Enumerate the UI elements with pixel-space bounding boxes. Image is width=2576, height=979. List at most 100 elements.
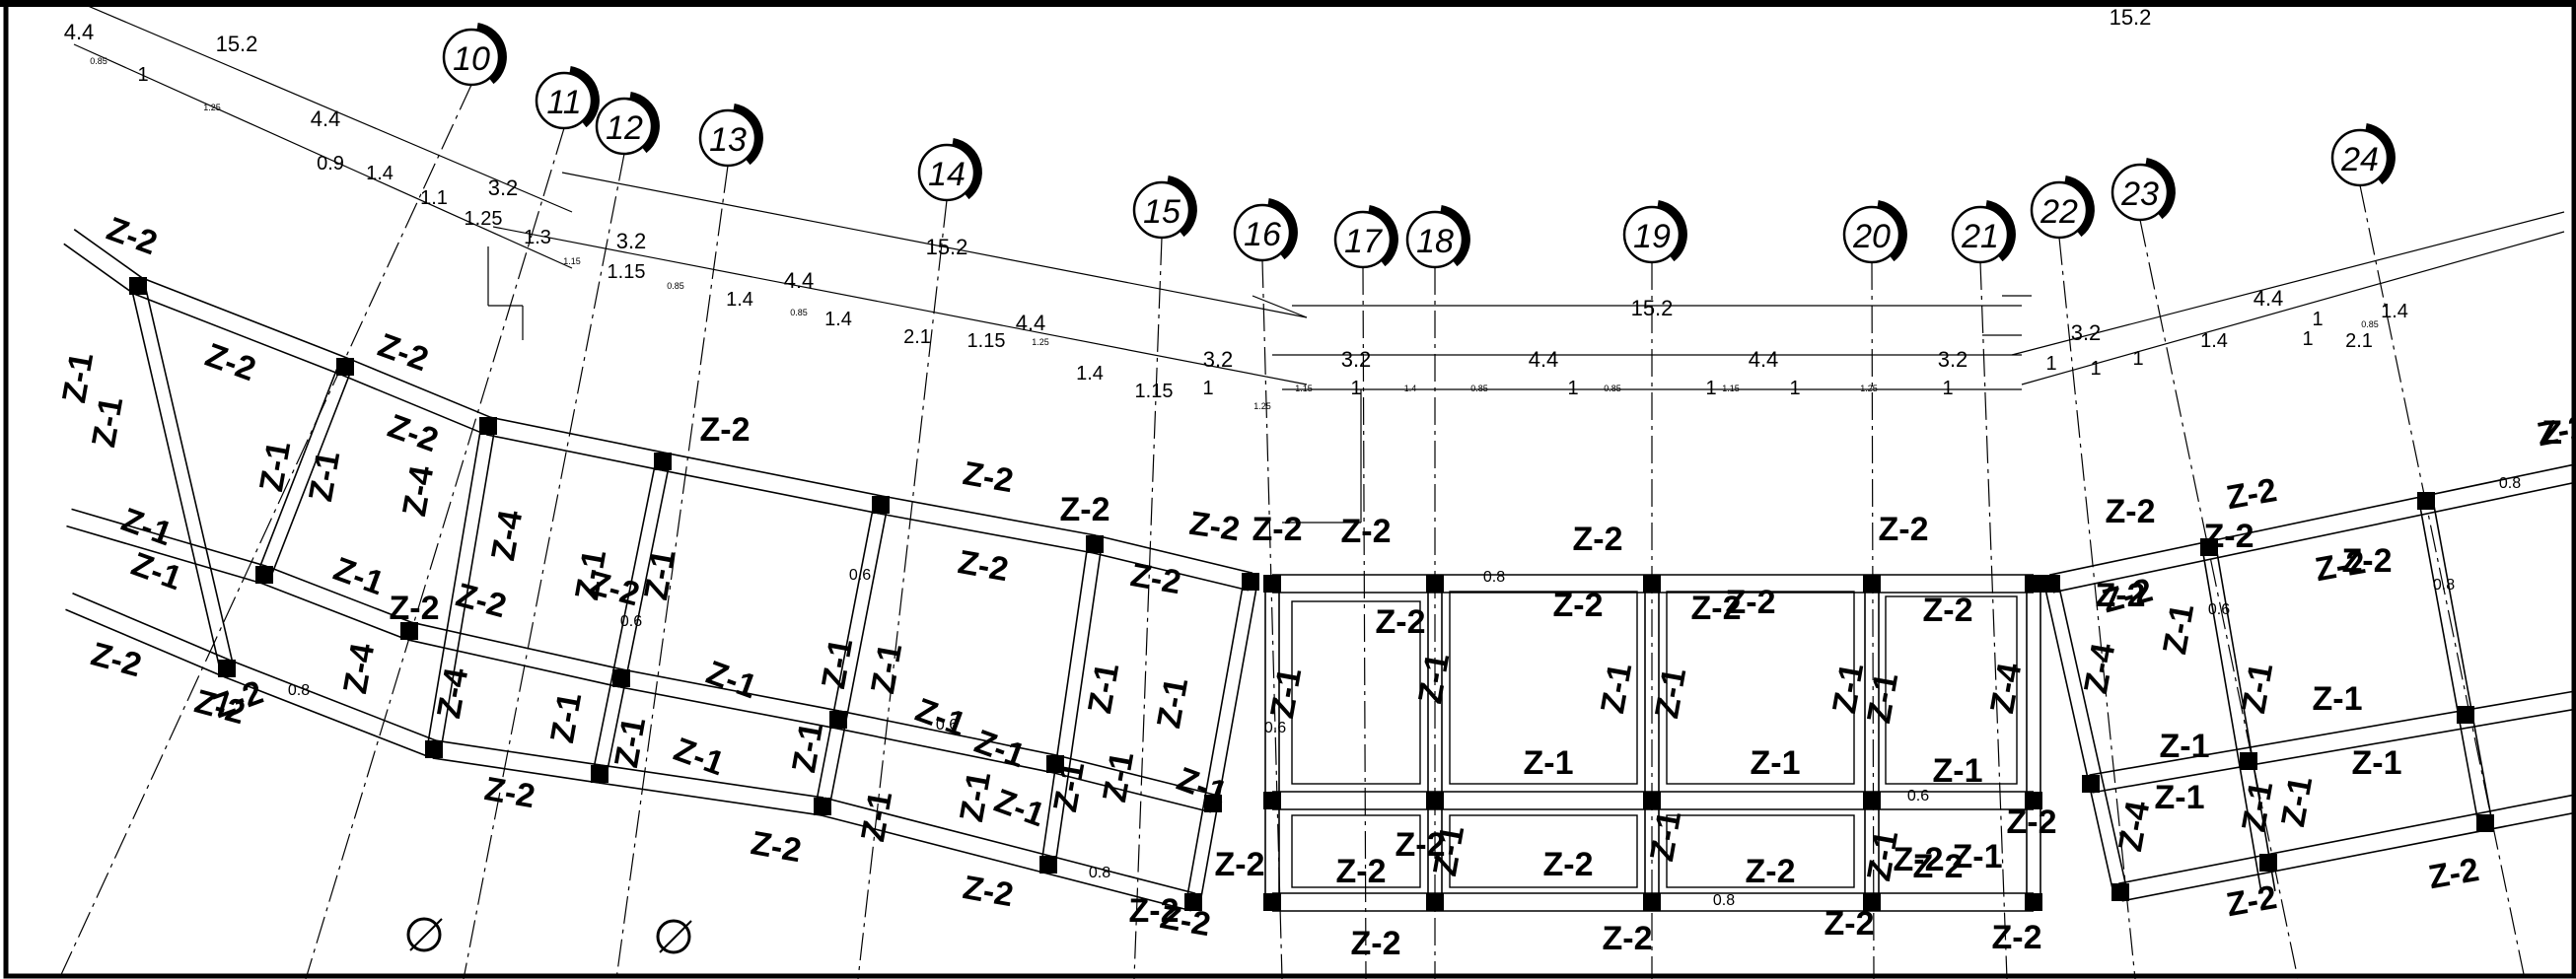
dimension-tiny: 0.85	[90, 56, 107, 66]
grid-axis-line	[305, 127, 565, 979]
tie-label-z1: Z-1	[1081, 661, 1126, 717]
column-pad	[1204, 795, 1222, 812]
beam-width-mark: 0.8	[1483, 569, 1505, 586]
beam-edge	[619, 686, 837, 730]
column-pad	[872, 496, 890, 514]
beam-label-z2: Z-2	[2224, 878, 2280, 924]
drawing-border	[3, 1, 2576, 979]
tie-label-z1: Z-1	[1933, 752, 1983, 790]
beam-edge	[406, 639, 620, 688]
beam-edge	[1040, 542, 1089, 865]
beam-label-z2: Z-2	[1913, 848, 1964, 885]
dimension-tiny: 0.85	[667, 281, 684, 291]
grid-bubble-label: 10	[453, 40, 490, 78]
beam-edge	[1185, 580, 1245, 901]
beam-edge	[63, 243, 134, 294]
grid-bubble: 12	[595, 92, 660, 156]
tie-label-z1: Z-1	[1524, 744, 1574, 782]
grid-bubble-arc	[1657, 200, 1687, 262]
beam-label-z2: Z-2	[1992, 919, 2042, 956]
grid-axis-line	[1133, 237, 1163, 979]
tie-label-z1: Z-1	[2156, 601, 2201, 658]
dimension-tiny: 1.15	[563, 256, 581, 266]
beam-label-z4: Z-4	[336, 641, 382, 697]
dimension-main: 3.2	[488, 175, 519, 200]
beam-edge	[486, 434, 662, 471]
tie-label-z1: Z-1	[568, 547, 613, 603]
dimension-overall: 15.2	[2110, 5, 2152, 30]
beam-edge	[606, 462, 671, 776]
grid-bubble-label: 16	[1244, 216, 1281, 253]
column-pad	[1643, 893, 1661, 911]
beam-edge	[1199, 583, 1258, 904]
pad-outline	[1291, 600, 1421, 785]
dimension-tiny: 1.25	[1032, 337, 1049, 347]
beam-label-z2: Z-2	[2342, 542, 2393, 580]
beam-edge	[2089, 690, 2575, 776]
dimension-sub: 1.25	[465, 208, 503, 230]
column-pad	[1184, 893, 1202, 911]
column-pad	[2042, 575, 2060, 593]
beam-label-z2: Z-2	[2106, 493, 2156, 530]
beam-edge	[266, 565, 413, 624]
beam-label-z2: Z-2	[1825, 905, 1875, 943]
dimension-sub: 1.4	[2200, 330, 2228, 352]
dimension-sub: 1.3	[524, 227, 551, 248]
beam-width-mark: 0.6	[849, 567, 871, 584]
grid-bubble-arc	[1985, 200, 2016, 262]
column-pad	[1086, 535, 1104, 553]
column-pad	[1426, 575, 1444, 593]
pad-outline	[1885, 595, 2018, 785]
tie-label-z1: Z-1	[543, 690, 589, 746]
beam-edge	[836, 728, 1054, 774]
beam-label-z4: Z-4	[2077, 641, 2122, 697]
beam-edge	[879, 513, 1094, 554]
column-pads	[129, 277, 2494, 911]
dimension-sub: 2.1	[903, 326, 931, 348]
beam-edge	[1045, 872, 1191, 912]
dimension-tiny: 1.25	[1253, 401, 1271, 411]
grid-axis-line	[58, 84, 472, 979]
dimension-overall: 15.2	[926, 235, 968, 259]
grid-axis-line	[2058, 237, 2136, 979]
dimension-line	[561, 172, 1308, 318]
column-pad	[612, 669, 630, 687]
tie-label-z1: Z-1	[2160, 728, 2210, 765]
beam-edge	[66, 524, 262, 585]
beam-label-z2: Z-2	[1894, 841, 1944, 878]
column-pad	[1643, 792, 1661, 809]
dimension-main: 3.2	[2071, 320, 2102, 345]
grid-bubble: 11	[535, 66, 600, 130]
dimension-sub: 1	[2302, 328, 2313, 350]
dimension-sub: 1.4	[726, 289, 753, 311]
grid-bubble: 21	[1951, 200, 2016, 264]
column-pad	[1263, 575, 1281, 593]
dimension-sub: 0.9	[317, 153, 344, 175]
beam-edge	[2048, 463, 2575, 576]
beam-label-z4: Z-4	[484, 508, 530, 564]
beam-label-z2: Z-2	[1746, 853, 1796, 890]
grid-bubble: 17	[1333, 205, 1398, 269]
dimension-tiny: 0.85	[1470, 384, 1488, 393]
dimension-main: 3.2	[616, 229, 647, 253]
tie-label-z1: Z-1	[637, 547, 682, 603]
beam-edge	[71, 508, 267, 568]
beam-edge	[269, 369, 353, 578]
beam-edge	[882, 495, 1097, 536]
tie-label-z1: Z-1	[953, 769, 998, 825]
grid-bubble-label: 21	[1961, 218, 1999, 255]
beam-edge	[432, 757, 599, 784]
dimension-sub: 1	[2090, 358, 2101, 380]
grid-bubble-label: 14	[928, 156, 966, 193]
column-pad	[1242, 573, 1259, 591]
beam-edge	[815, 503, 875, 805]
grid-bubble-label: 23	[2120, 175, 2159, 213]
column-pad	[400, 622, 418, 640]
grid-bubble: 18	[1405, 205, 1470, 269]
beam-label-z2: Z-2	[1341, 513, 1392, 550]
dimension-line	[73, 0, 573, 213]
tie-label-z1: Z-1	[2155, 779, 2205, 816]
beam-label-partial: Z	[2541, 414, 2562, 452]
beam-label-z2: Z-2	[2535, 408, 2576, 454]
tie-label-z1: Z-1	[1411, 651, 1457, 707]
